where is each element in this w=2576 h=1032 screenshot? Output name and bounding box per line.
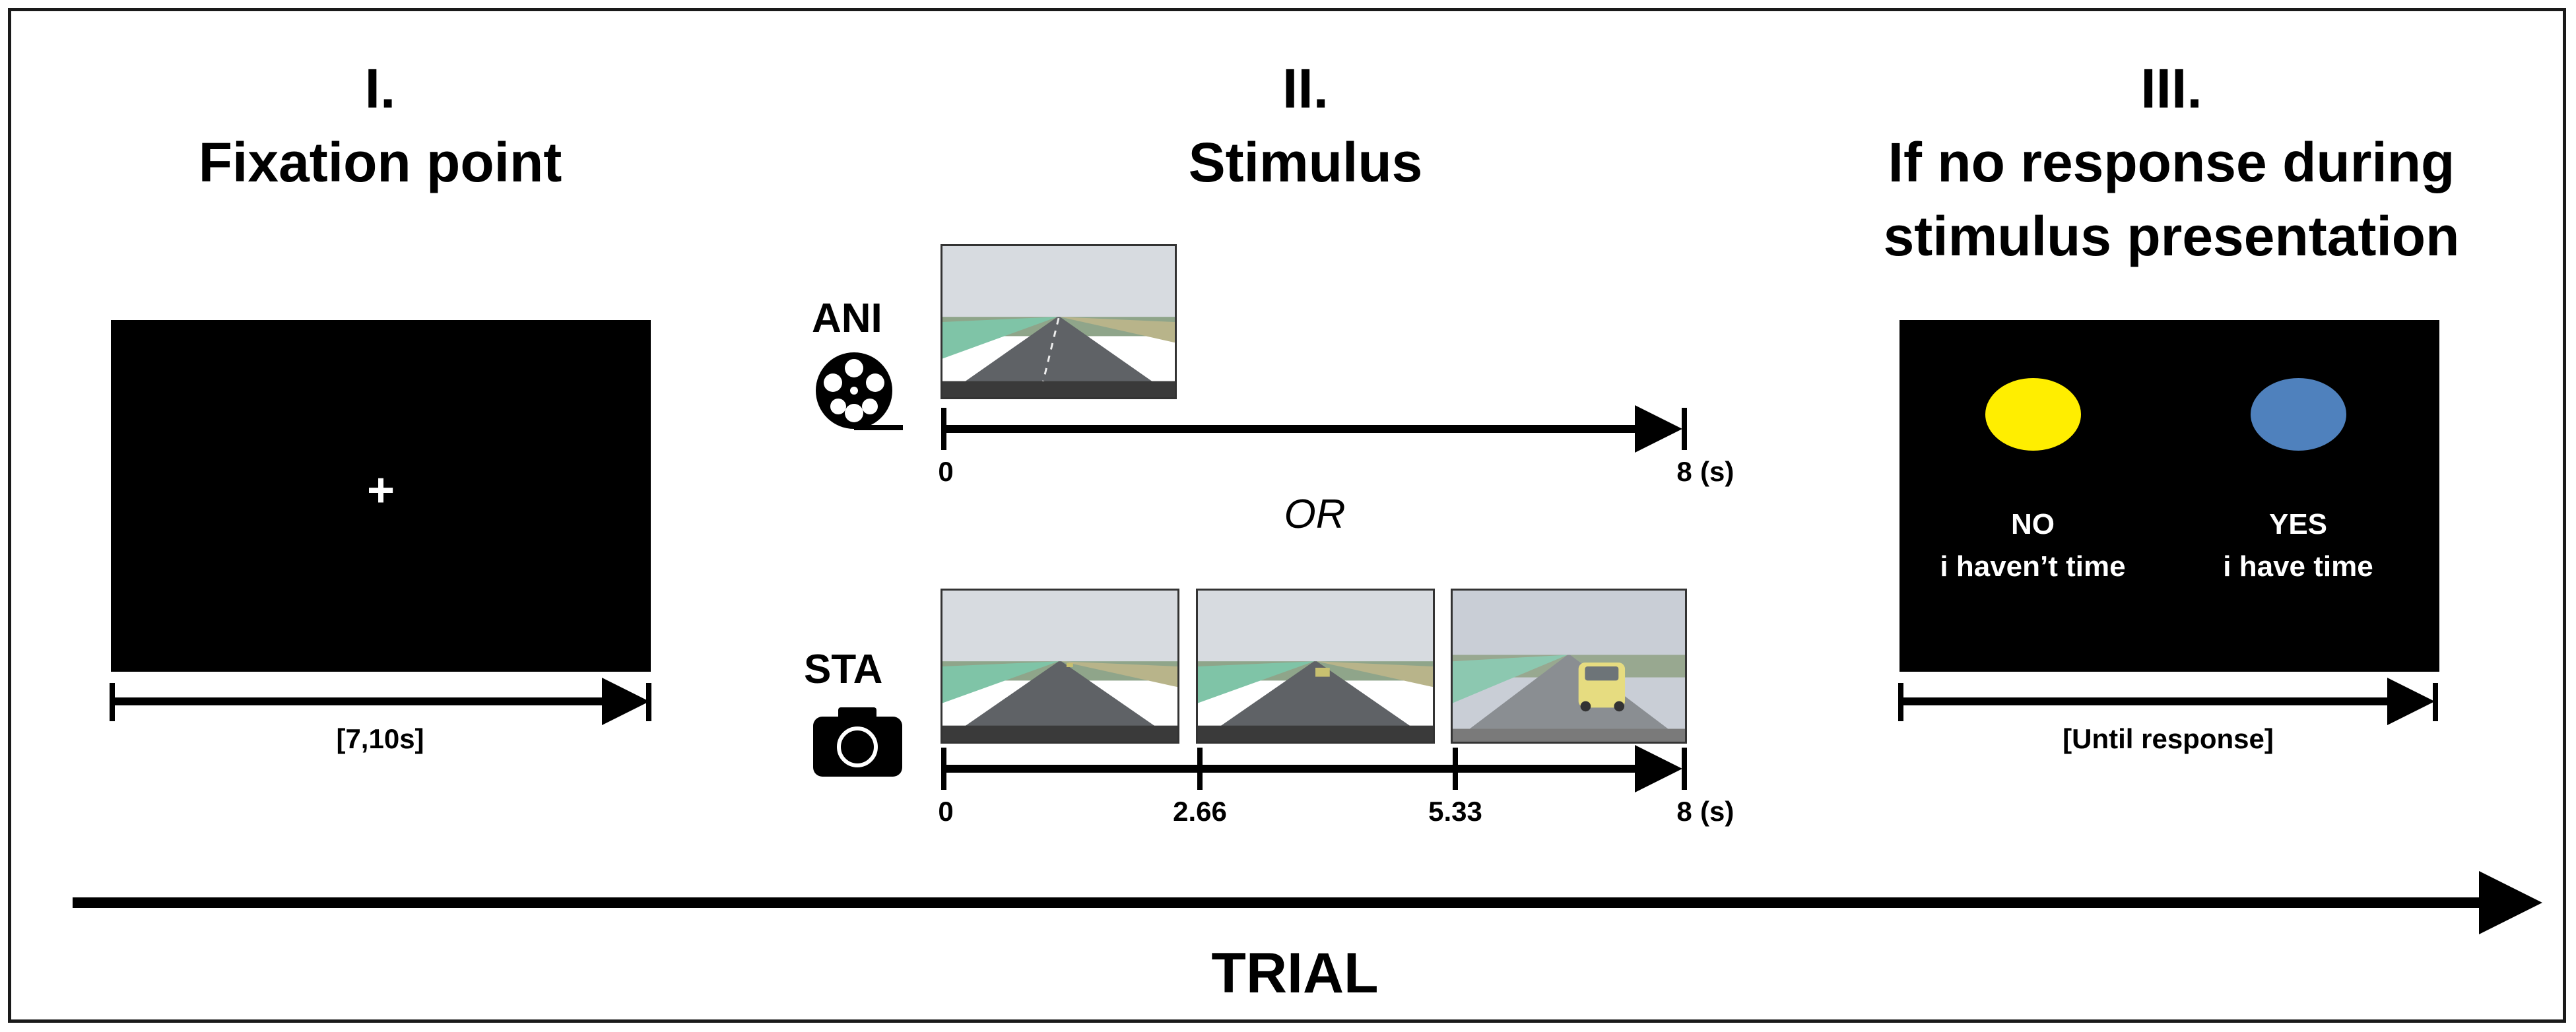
sta-image-2	[1196, 589, 1435, 744]
sta-image-1	[941, 589, 1179, 744]
panel-1-heading: Fixation point	[198, 131, 562, 193]
response-screen: NO i haven’t time YES i have time	[1899, 320, 2439, 672]
panel-3-numeral: III.	[2140, 57, 2202, 119]
ani-tick-0: 0	[938, 456, 954, 487]
panel-3-heading-line-1: If no response during	[1888, 131, 2455, 193]
sta-tick-5-33: 5.33	[1428, 796, 1482, 827]
sta-unit: (s)	[1700, 796, 1734, 827]
panel-2-numeral: II.	[1282, 57, 1329, 119]
sta-image-3	[1451, 589, 1687, 744]
panel-3-heading-line-2: stimulus presentation	[1883, 205, 2460, 267]
sta-tick-2-66: 2.66	[1173, 796, 1227, 827]
yes-description: i have time	[2223, 550, 2373, 583]
no-response-dot	[1985, 378, 2081, 451]
trial-label: TRIAL	[1211, 942, 1379, 1005]
fixation-timeline	[110, 678, 651, 725]
ani-timeline	[941, 405, 1687, 453]
response-timeline	[1898, 678, 2438, 725]
fixation-duration-label: [7,10s]	[336, 723, 424, 754]
fixation-screen: +	[111, 320, 651, 672]
panel-3-title: III. If no response during stimulus pres…	[1884, 51, 2460, 273]
no-label: NO	[2011, 508, 2055, 540]
ani-unit: (s)	[1700, 456, 1734, 487]
ani-tick-8: 8	[1676, 456, 1692, 487]
panel-1-numeral: I.	[364, 57, 396, 119]
yes-response-dot	[2251, 378, 2346, 451]
no-response-label: NO i haven’t time	[1940, 503, 2125, 588]
film-reel-icon	[816, 352, 903, 430]
response-duration-label: [Until response]	[2063, 723, 2274, 754]
ani-video-frame	[941, 244, 1177, 399]
panel-2-heading: Stimulus	[1188, 131, 1423, 193]
figure-frame	[8, 8, 2566, 1023]
ani-label: ANI	[812, 296, 882, 341]
yes-label: YES	[2268, 508, 2328, 540]
panel-2-title: II. Stimulus	[1189, 51, 1423, 199]
sta-timeline	[941, 745, 1687, 792]
or-separator: OR	[1284, 492, 1346, 537]
panel-1-title: I. Fixation point	[199, 51, 562, 199]
yes-response-label: YES i have time	[2223, 503, 2373, 588]
sta-label: STA	[804, 647, 883, 692]
sta-tick-8: 8	[1676, 796, 1692, 827]
camera-icon	[813, 707, 902, 777]
sta-tick-0: 0	[938, 796, 954, 827]
fixation-cross: +	[366, 464, 395, 517]
no-description: i haven’t time	[1940, 550, 2126, 583]
